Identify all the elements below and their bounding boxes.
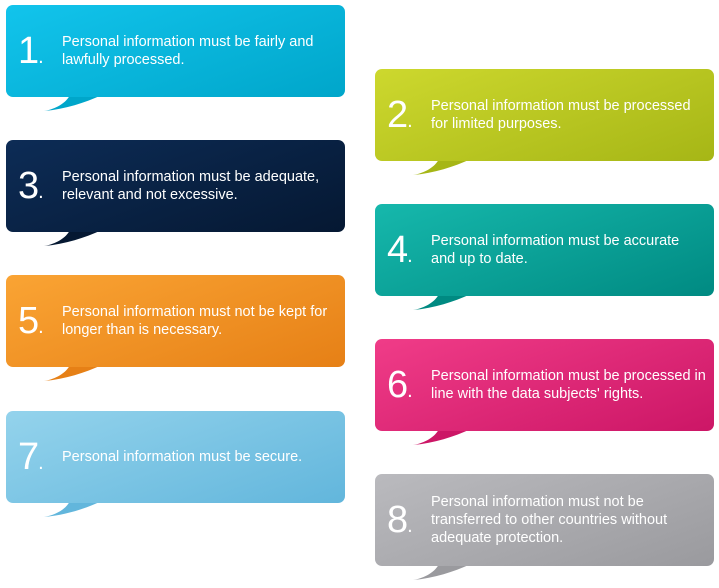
principle-box: 3.Personal information must be adequate,…: [6, 140, 345, 232]
principle-box: 1.Personal information must be fairly an…: [6, 5, 345, 97]
principle-bubble-8: 8.Personal information must not be trans…: [375, 474, 714, 580]
speech-tail-icon: [44, 501, 102, 517]
number-dot: .: [38, 451, 43, 474]
principle-number-value: 1: [18, 29, 39, 72]
principle-bubble-7: 7. Personal information must be secure.: [6, 411, 345, 517]
principle-bubble-6: 6.Personal information must be processed…: [375, 339, 714, 445]
principle-text: Personal information must not be transfe…: [431, 494, 668, 546]
principle-number-value: 7: [18, 435, 39, 478]
principle-text: Personal information must be adequate, r…: [62, 169, 320, 203]
principle-bubble-4: 4.Personal information must be accurate …: [375, 204, 714, 310]
number-dot: .: [407, 379, 412, 402]
principle-number-value: 3: [18, 164, 39, 207]
speech-tail-icon: [44, 365, 102, 381]
principle-box: 8.Personal information must not be trans…: [375, 474, 714, 566]
principle-box: 7. Personal information must be secure.: [6, 411, 345, 503]
principle-number: 4.: [375, 229, 425, 272]
principle-number: 2.: [375, 94, 425, 137]
principle-text: Personal information must be processed i…: [431, 368, 706, 402]
principle-number-value: 5: [18, 299, 39, 342]
principle-box: 2.Personal information must be processed…: [375, 69, 714, 161]
number-dot: .: [38, 45, 43, 68]
number-dot: .: [407, 244, 412, 267]
speech-tail-icon: [413, 159, 471, 175]
principle-bubble-2: 2.Personal information must be processed…: [375, 69, 714, 175]
principle-text: Personal information must be secure.: [62, 449, 303, 465]
principle-bubble-5: 5.Personal information must not be kept …: [6, 275, 345, 381]
principle-text: Personal information must be fairly and …: [62, 34, 314, 68]
principle-number: 3.: [6, 165, 56, 208]
principle-number-value: 2: [387, 93, 408, 136]
number-dot: .: [407, 514, 412, 537]
principle-box: 4.Personal information must be accurate …: [375, 204, 714, 296]
principle-box: 6.Personal information must be processed…: [375, 339, 714, 431]
number-dot: .: [38, 315, 43, 338]
speech-tail-icon: [413, 294, 471, 310]
principle-number-value: 8: [387, 498, 408, 541]
speech-tail-icon: [413, 564, 471, 580]
principle-number: 5.: [6, 300, 56, 343]
number-dot: .: [38, 180, 43, 203]
speech-tail-icon: [413, 429, 471, 445]
principle-text: Personal information must be accurate an…: [431, 233, 680, 267]
principle-number-value: 4: [387, 228, 408, 271]
principle-box: 5.Personal information must not be kept …: [6, 275, 345, 367]
principle-bubble-3: 3.Personal information must be adequate,…: [6, 140, 345, 246]
number-dot: .: [407, 109, 412, 132]
speech-tail-icon: [44, 230, 102, 246]
principle-text: Personal information must not be kept fo…: [62, 304, 328, 338]
principle-bubble-1: 1.Personal information must be fairly an…: [6, 5, 345, 111]
principle-number: 1.: [6, 30, 56, 73]
principle-number: 6.: [375, 364, 425, 407]
principle-number: 8.: [375, 499, 425, 542]
principle-number: 7.: [6, 436, 56, 479]
principle-number-value: 6: [387, 363, 408, 406]
principle-text: Personal information must be processed f…: [431, 98, 691, 132]
speech-tail-icon: [44, 95, 102, 111]
